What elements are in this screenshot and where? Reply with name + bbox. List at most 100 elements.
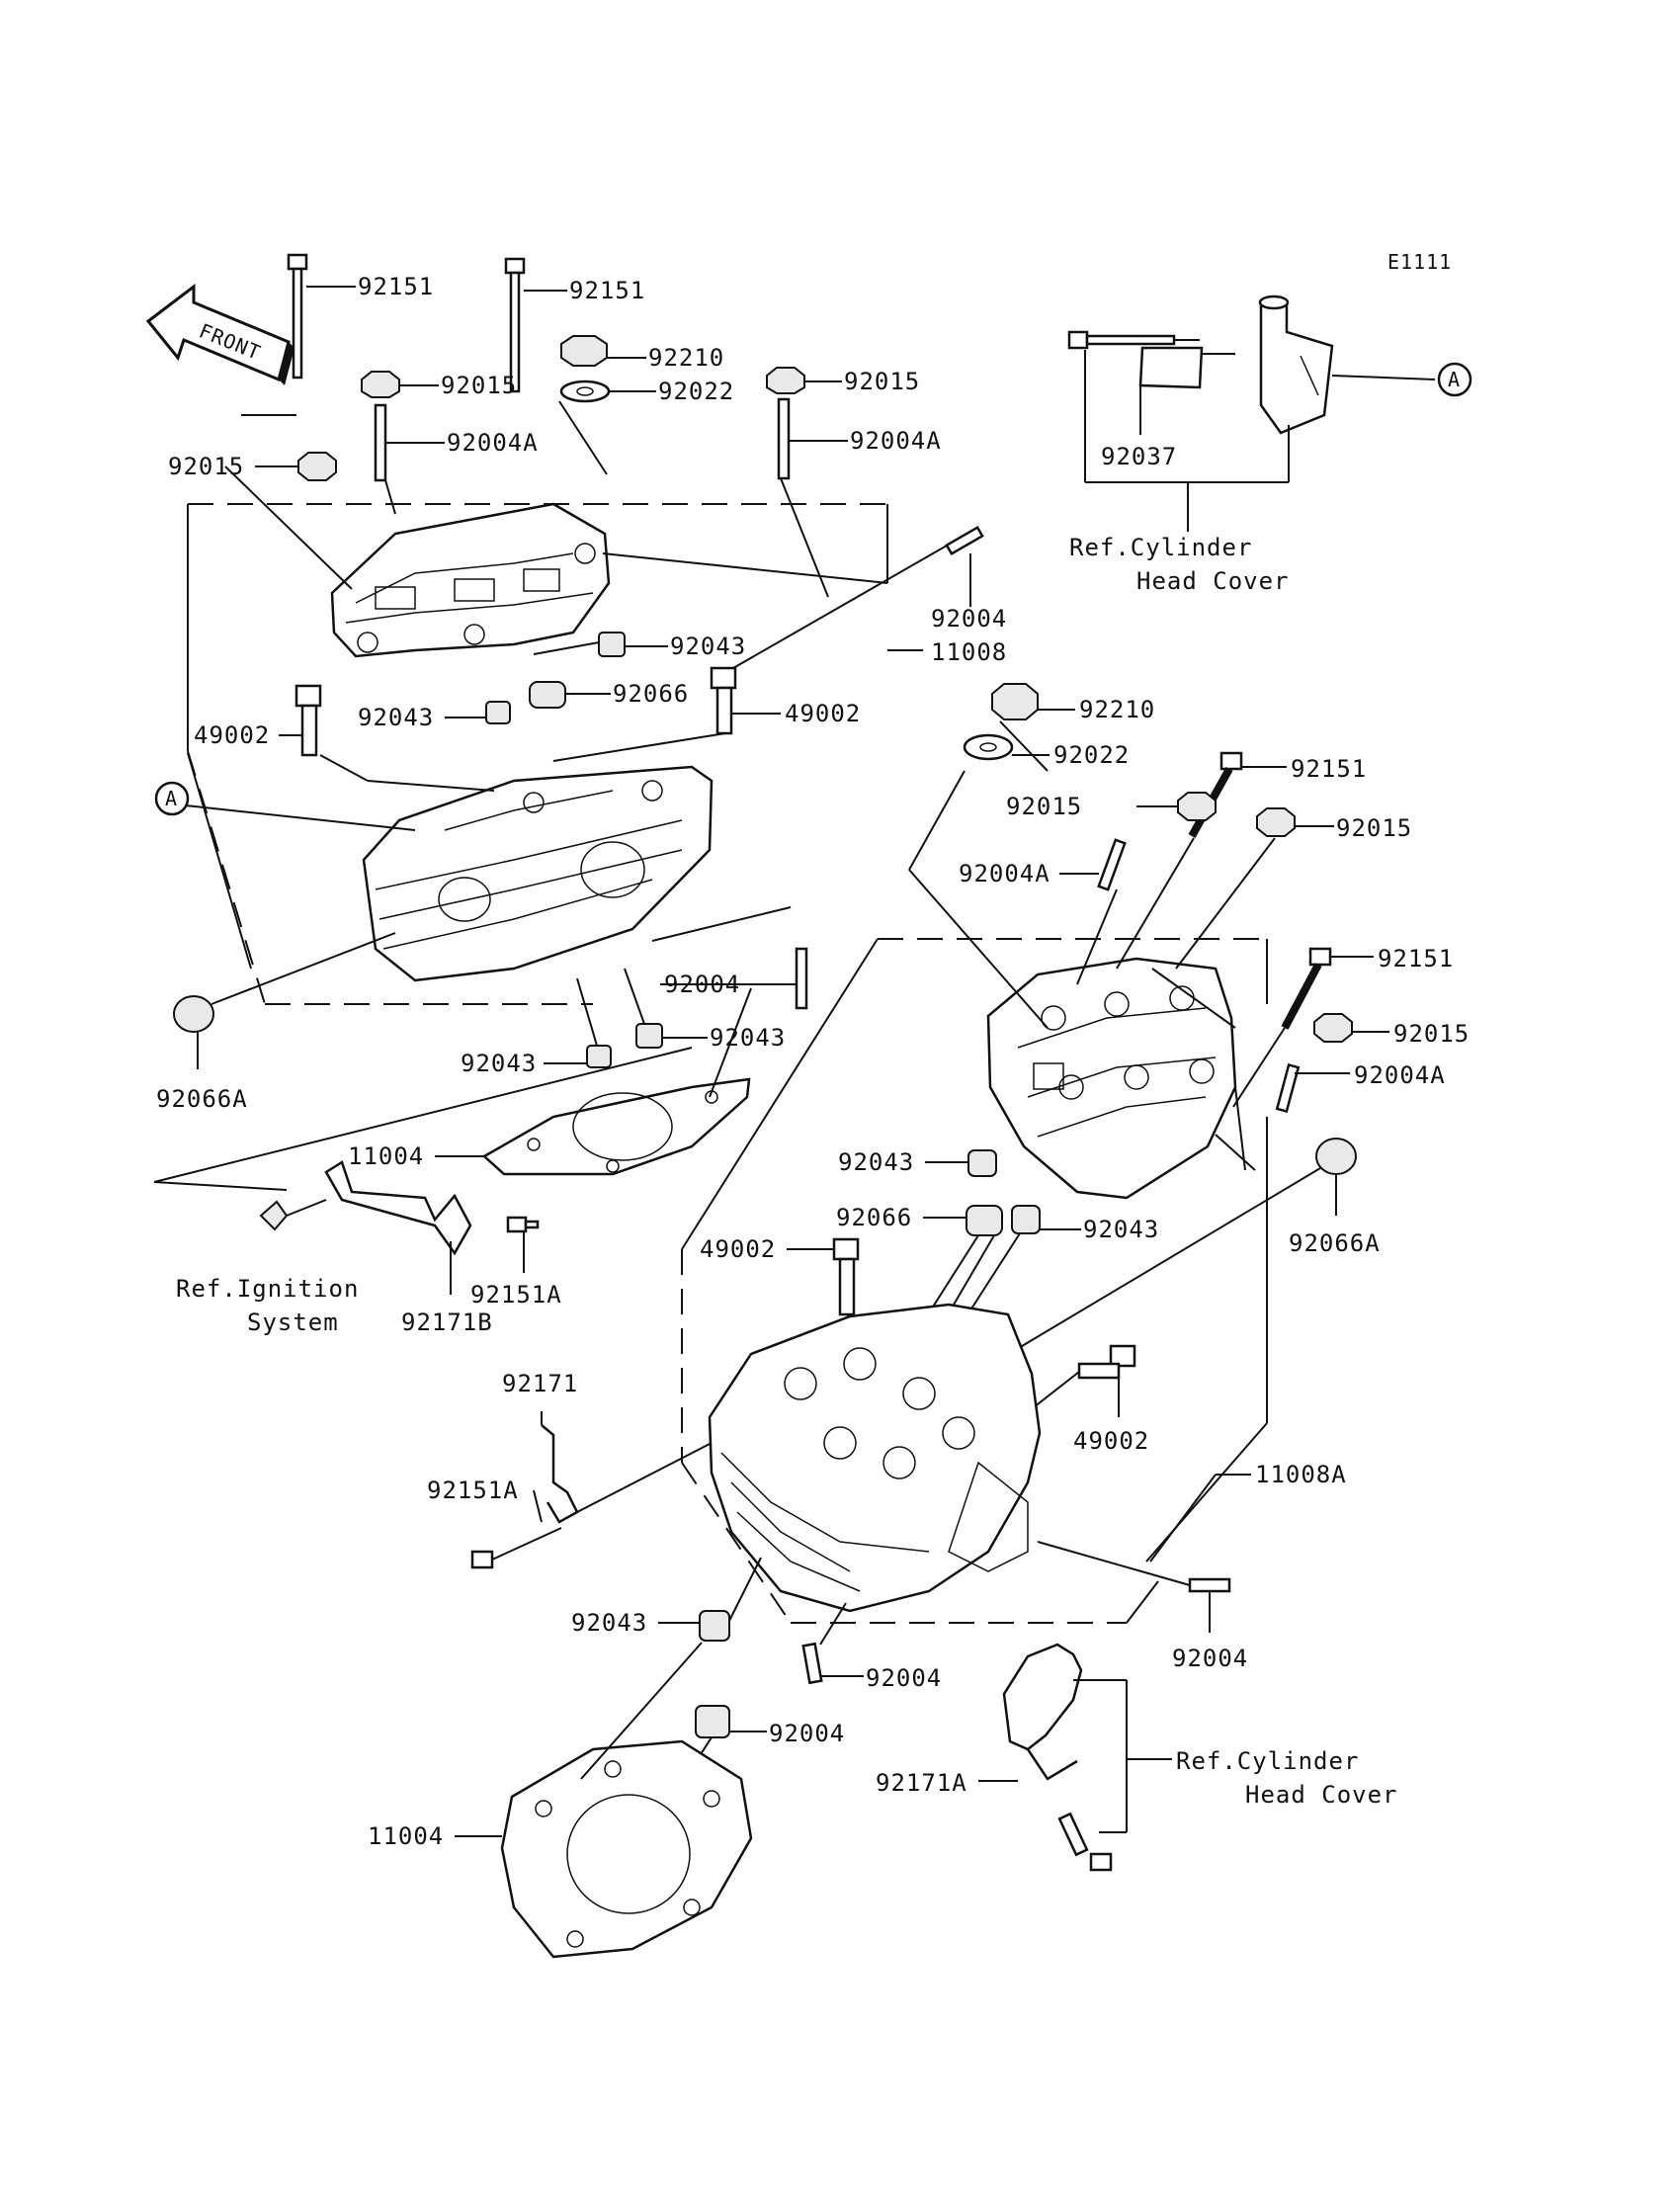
label-92015-f: 92015 [1393,1020,1470,1048]
label-92043-a: 92043 [670,633,746,660]
nut-92015-e [1256,807,1334,837]
bolt-92151-d [1281,947,1374,1030]
label-92151-b: 92151 [569,277,645,304]
label-11004-a: 11004 [348,1142,424,1170]
label-92151-d: 92151 [1378,945,1454,972]
label-92151-c: 92151 [1291,755,1367,783]
callout-a-top-right: A [1437,362,1472,397]
valve-guide-49002-b [710,666,781,735]
dowel-92043-g [658,1557,762,1642]
plug-92066A-b [991,1138,1357,1365]
stud-92004-upper [732,525,984,669]
stud-92004A-c [1059,838,1127,891]
nut-92210-right [991,683,1075,720]
label-92015-b: 92015 [844,368,920,395]
label-11008: 11008 [931,638,1007,666]
upper-head-boundary [187,503,888,1005]
ref-cylinder-head-cover-1-line1: Ref.Cylinder [1069,534,1252,561]
washer-92022-right [963,733,1050,761]
valve-guide-49002-a [279,684,322,757]
bolt-92151-left [287,253,356,380]
nut-92015-a [361,371,439,398]
stud-92004A-b [777,397,848,480]
label-92066A-a: 92066A [156,1085,248,1113]
dowel-92043-a [533,632,668,657]
label-92004A-a: 92004A [447,429,539,457]
valve-guide-49002-c [787,1237,860,1368]
label-92043-e: 92043 [838,1148,914,1176]
label-92004-a: 92004 [931,605,1007,633]
label-92171: 92171 [502,1370,578,1397]
plug-92066A-a [173,932,396,1069]
label-92066A-b: 92066A [1289,1229,1381,1257]
stud-92004-mid [651,906,808,1010]
ignition-bracket-92171B [259,1160,472,1295]
nut-92015-d [1136,792,1217,821]
label-92151A-a: 92151A [470,1281,562,1309]
label-92037: 92037 [1101,443,1177,470]
bolt-92151A-b [470,1489,562,1569]
label-92004-d: 92004 [1172,1645,1248,1672]
dowel-92043-c [624,968,708,1049]
nut-92015-b [766,367,842,394]
label-49002-a: 49002 [194,721,270,749]
clip-92171 [541,1411,713,1524]
label-92043-d: 92043 [461,1050,537,1077]
label-92022-a: 92022 [658,378,734,405]
stud-92004A-d [1275,1062,1350,1114]
ref-cylinder-head-cover-group-top [1067,295,1436,532]
label-92151A-b: 92151A [427,1477,519,1504]
ref-cylinder-head-cover-1-line2: Head Cover [1136,567,1290,595]
nut-92015-c [255,452,337,481]
label-92015-e: 92015 [1336,814,1412,842]
label-92043-f: 92043 [1083,1216,1159,1243]
label-92015-a: 92015 [441,372,517,399]
label-92004A-c: 92004A [959,860,1050,887]
label-92004A-d: 92004A [1354,1061,1446,1089]
label-92171A: 92171A [876,1769,967,1797]
stud-92004A-a [374,403,445,482]
bolt-92151A-a [506,1216,540,1273]
label-92043-c: 92043 [710,1024,786,1052]
label-92004A-b: 92004A [850,427,942,455]
callout-a-left: A [154,781,190,816]
plug-92066-a [529,681,611,709]
dowel-92043-b [445,701,511,724]
label-92151-a: 92151 [358,273,434,300]
label-49002-d: 49002 [1073,1427,1149,1455]
lower-cylinder-head [708,1303,1042,1613]
gasket-11004-a [435,1077,751,1176]
ref-cylinder-head-cover-group-bottom [978,1643,1172,1872]
label-49002-c: 49002 [700,1235,776,1263]
label-49002-b: 49002 [785,700,861,727]
label-92015-d: 92015 [1006,793,1082,820]
label-92004-b: 92004 [664,971,740,998]
washer-92022-top [559,380,656,403]
upper-cylinder-head [362,765,714,982]
label-92043-b: 92043 [358,704,434,731]
label-92004-e: 92004 [769,1720,845,1747]
label-92043-g: 92043 [571,1609,647,1637]
gasket-11004-b [455,1642,753,1959]
label-11008A: 11008A [1255,1461,1347,1488]
nut-92015-f [1313,1013,1389,1043]
dowel-92043-d [544,977,612,1068]
dowel-92043-f [948,1205,1081,1345]
bolt-92151-mid [504,257,567,393]
ref-ignition-line2: System [247,1309,339,1336]
label-92015-c: 92015 [168,453,244,480]
diagram-code: E1111 [1387,250,1452,274]
front-arrow-icon: FRONT [145,283,294,385]
right-cylinder-head-cover [986,957,1237,1200]
ref-ignition-line1: Ref.Ignition [176,1275,359,1303]
label-92004-c: 92004 [866,1664,942,1692]
svg-text:A: A [1448,368,1461,391]
label-92210-a: 92210 [648,344,724,372]
stud-92004-c [801,1602,864,1685]
ref-cylinder-head-cover-2-line2: Head Cover [1245,1781,1398,1809]
nut-92210-top [560,335,646,367]
label-92171B: 92171B [401,1309,493,1336]
label-92066-a: 92066 [613,680,689,708]
label-92210-b: 92210 [1079,696,1155,723]
